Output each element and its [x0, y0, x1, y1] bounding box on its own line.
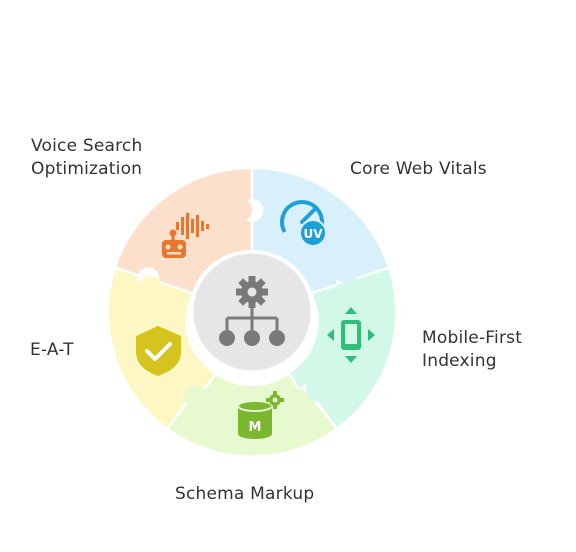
database-gear-icon: M	[237, 391, 284, 439]
label-mobile-first-line-2: Indexing	[422, 351, 497, 371]
shield-check-icon	[136, 326, 181, 376]
tab-core-mobile	[334, 259, 358, 283]
label-mobile-first-line-1: Mobile-First	[422, 328, 523, 348]
tab-eat-voice	[138, 276, 162, 300]
svg-text:M: M	[249, 420, 262, 435]
label-eat: E-A-T	[30, 339, 74, 362]
tab-schema-eat	[184, 386, 208, 410]
robot-soundwave-icon	[162, 213, 209, 258]
uv-gauge-icon: UV	[279, 199, 327, 247]
label-eat-line-1: E-A-T	[30, 340, 74, 360]
label-voice-search-line-2: Optimization	[31, 159, 143, 179]
label-mobile-first: Mobile-First Indexing	[422, 327, 522, 373]
label-schema-markup-line-1: Schema Markup	[175, 484, 315, 504]
label-voice-search-line-1: Voice Search	[31, 136, 143, 156]
svg-text:UV: UV	[303, 227, 323, 241]
label-voice-search: Voice Search Optimization	[31, 135, 142, 181]
mobile-arrows-icon	[327, 307, 375, 363]
tab-mobile-schema	[306, 378, 330, 402]
label-core-web-vitals-line-1: Core Web Vitals	[350, 159, 487, 179]
gear-hierarchy-icon	[219, 276, 285, 346]
label-core-web-vitals: Core Web Vitals	[350, 158, 487, 181]
label-schema-markup: Schema Markup	[175, 483, 314, 506]
tab-voice-core	[228, 198, 252, 222]
